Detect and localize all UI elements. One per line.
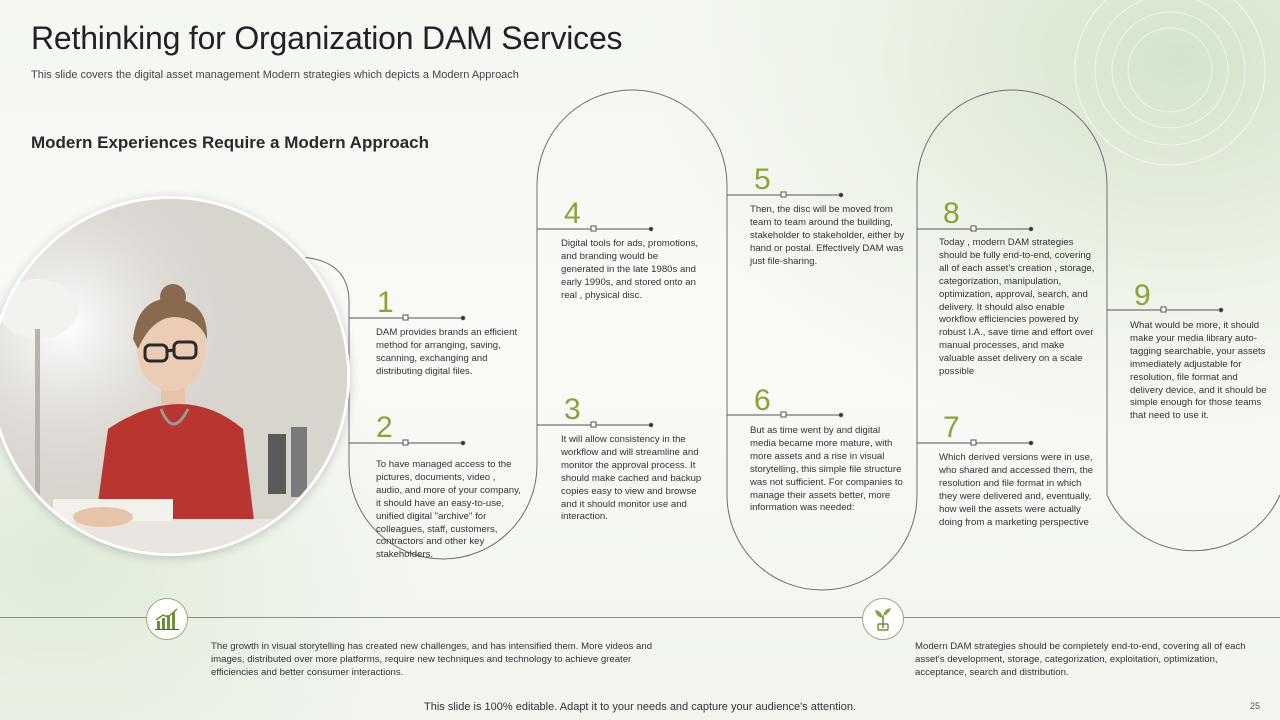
step-number-5: 5	[754, 163, 771, 196]
woman-at-desk-photo	[0, 196, 350, 556]
footer-left-text: The growth in visual storytelling has cr…	[211, 641, 653, 678]
step-number-4: 4	[564, 197, 581, 230]
step-text-7: Which derived versions were in use, who …	[939, 452, 1094, 528]
step-text-9: What would be more, it should make your …	[1130, 320, 1267, 422]
step-text-8: Today , modern DAM strategies should be …	[939, 237, 1095, 378]
step-number-7: 7	[943, 411, 960, 444]
step-text-6: But as time went by and digital media be…	[750, 425, 903, 514]
step-text-5: Then, the disc will be moved from team t…	[750, 204, 905, 267]
step-number-8: 8	[943, 197, 960, 230]
slide-title: Rethinking for Organization DAM Services	[31, 20, 623, 56]
step-number-9: 9	[1134, 279, 1151, 312]
footer-divider	[0, 617, 1280, 618]
step-number-6: 6	[754, 384, 771, 417]
growth-chart-icon	[146, 598, 188, 640]
editable-note: This slide is 100% editable. Adapt it to…	[424, 701, 856, 713]
step-text-3: It will allow consistency in the workflo…	[561, 434, 702, 523]
step-text-4: Digital tools for ads, promotions, and b…	[561, 238, 699, 301]
step-text-1: DAM provides brands an efficient method …	[376, 327, 518, 377]
section-heading: Modern Experiences Require a Modern Appr…	[31, 133, 430, 152]
page-number: 25	[1250, 701, 1261, 711]
step-number-3: 3	[564, 393, 581, 426]
step-number-1: 1	[377, 286, 394, 319]
footer-right-text: Modern DAM strategies should be complete…	[915, 641, 1246, 678]
step-text-2: To have managed access to the pictures, …	[376, 459, 521, 561]
step-number-2: 2	[376, 411, 393, 444]
slide-subtitle: This slide covers the digital asset mana…	[31, 69, 519, 81]
plant-growth-icon	[862, 598, 904, 640]
